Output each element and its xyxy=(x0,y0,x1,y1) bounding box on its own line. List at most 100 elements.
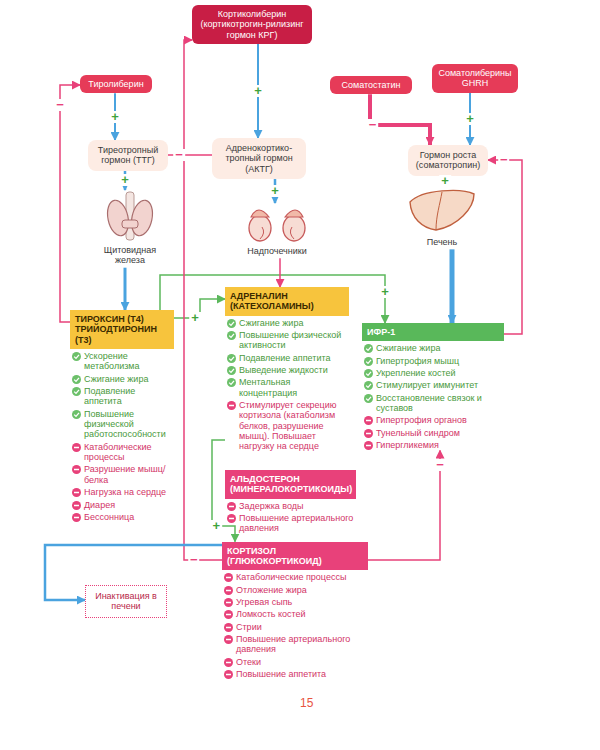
side-effect: Угревая сыпь xyxy=(236,597,368,607)
effect-row: Ментальная концентрация xyxy=(225,377,349,398)
effect-sign: + xyxy=(189,312,201,324)
hormone-box: Адренокортико-тропный гормон (АКТГ) xyxy=(212,138,306,179)
side-effect: Ломкость костей xyxy=(236,609,368,619)
organ-label: Печень xyxy=(404,237,480,247)
effect-row: Диарея xyxy=(70,500,174,510)
effect-row: Повышение физической активности xyxy=(225,330,349,351)
side-effect: Катаболические процессы xyxy=(236,572,368,582)
side-effect: Нагрузка на сердце xyxy=(84,487,174,497)
effect-row: Нагрузка на сердце xyxy=(70,487,174,497)
effect-sign: + xyxy=(379,286,391,298)
hormone-name: Кортиколиберин (кортикотрогин-рилизинг г… xyxy=(197,9,307,40)
hormone-connector xyxy=(114,93,116,140)
effect-row: Катаболические процессы xyxy=(222,572,368,582)
side-effect: Диарея xyxy=(84,500,174,510)
check-bullet xyxy=(227,354,236,363)
organ-label: Щитовидная железа xyxy=(94,245,166,266)
effect: Повышение физической активности xyxy=(239,330,349,351)
effect-sign: − xyxy=(173,149,185,161)
effect-row: Гипертрофия мышц xyxy=(362,356,504,366)
check-bullet xyxy=(72,375,81,384)
hormone-box: Соматостатин xyxy=(330,76,412,94)
effect-sign: + xyxy=(119,174,131,186)
organ-figure: Надпочечники xyxy=(238,203,316,258)
hormone-connector xyxy=(488,160,522,334)
minus-bullet xyxy=(224,670,233,679)
effect: Гипертрофия мышц xyxy=(376,356,504,366)
effect: Сжигание жира xyxy=(239,318,349,328)
page-number: 15 xyxy=(300,696,313,710)
side-effect: Гипертрофия органов xyxy=(376,415,504,425)
side-effect: Разрушение мышц/белка xyxy=(84,464,174,485)
hormone-name: Тиреотропный гормон (ТТГ) xyxy=(93,145,163,166)
check-bullet xyxy=(227,319,236,328)
hormone-connector xyxy=(274,179,277,203)
minus-bullet xyxy=(224,598,233,607)
panel-heading: ТИРОКСИН (Т4) ТРИЙОДТИРОНИН (Т3) xyxy=(70,310,174,349)
effect-row: Повышение артериального давления xyxy=(222,634,368,655)
panel-heading: ИФР-1 xyxy=(362,323,504,341)
hormone-connector xyxy=(469,93,471,145)
effect: Стимулирует иммунитет xyxy=(376,380,504,390)
effect: Сжигание жира xyxy=(84,374,174,384)
effect-sign: − xyxy=(498,154,510,166)
hormone-connector xyxy=(60,85,80,322)
effect-sign: − xyxy=(367,119,379,131)
minus-bullet xyxy=(227,514,236,523)
effect-row: Укрепление костей xyxy=(362,368,504,378)
hormone-box: Кортиколиберин (кортикотрогин-рилизинг г… xyxy=(192,5,312,44)
effect-sign: − xyxy=(188,554,200,566)
check-bullet xyxy=(364,357,373,366)
side-effect: Катаболические процессы xyxy=(84,442,174,463)
hormone-box: Тиреотропный гормон (ТТГ) xyxy=(88,140,168,171)
effect-row: Гипергликемия xyxy=(362,440,504,450)
hormone-connector xyxy=(279,258,281,287)
effect-row: Подавление аппетита xyxy=(70,386,174,407)
effect-sign: + xyxy=(109,111,121,123)
side-effect: Повышение аппетита xyxy=(236,669,368,679)
hormone-connector xyxy=(124,268,127,310)
check-bullet xyxy=(364,344,373,353)
hormone-connector xyxy=(168,154,212,156)
minus-bullet xyxy=(72,513,81,522)
effect-row: Отложение жира xyxy=(222,585,368,595)
side-effect: Отложение жира xyxy=(236,585,368,595)
effect-sign: + xyxy=(439,175,451,187)
side-effect: Бессонница xyxy=(84,512,174,522)
check-bullet xyxy=(72,352,81,361)
effect: Сжигание жира xyxy=(376,343,504,353)
hormone-box: Инактивация в печени xyxy=(85,585,167,618)
effect-row: Повышение физической работоспособности xyxy=(70,409,174,440)
effect: Повышение физической работоспособности xyxy=(84,409,174,440)
hormone-connector xyxy=(184,40,222,560)
side-effect: Тунельный синдром xyxy=(376,428,504,438)
effect-row: Катаболические процессы xyxy=(70,442,174,463)
side-effect: Стрии xyxy=(236,622,368,632)
effect-sign: + xyxy=(252,85,264,97)
effect-sign: + xyxy=(269,185,281,197)
hormone-panel: АЛЬДОСТЕРОН (МИНЕРАЛОКОРТИКОИДЫ)Задержка… xyxy=(225,470,356,534)
effect-row: Восстановление связок и суставов xyxy=(362,393,504,414)
effect: Восстановление связок и суставов xyxy=(376,393,504,414)
effect: Подавление аппетита xyxy=(239,353,349,363)
hormone-connector xyxy=(174,299,225,318)
effect: Укрепление костей xyxy=(376,368,504,378)
effect-row: Выведение жидкости xyxy=(225,365,349,375)
check-bullet xyxy=(364,394,373,403)
side-effect: Гипергликемия xyxy=(376,440,504,450)
side-effect: Задержка воды xyxy=(239,501,356,511)
hormone-box: Гормон роста (соматотропин) xyxy=(408,145,488,176)
thyroid-icon xyxy=(102,190,158,242)
hormone-name: Гормон роста (соматотропин) xyxy=(413,150,483,171)
organ-figure: Щитовидная железа xyxy=(92,190,168,268)
panel-heading: АДРЕНАЛИН (КАТЕХОЛАМИНЫ) xyxy=(225,287,349,316)
minus-bullet xyxy=(224,573,233,582)
effect-sign: − xyxy=(54,99,66,111)
liver-icon xyxy=(406,186,478,234)
minus-bullet xyxy=(364,416,373,425)
hormone-connector xyxy=(370,94,430,145)
effect-row: Сжигание жира xyxy=(225,318,349,328)
effect-row: Повышение артериального давления xyxy=(225,513,356,534)
effect: Подавление аппетита xyxy=(84,386,174,407)
side-effect: Повышение артериального давления xyxy=(239,513,356,534)
